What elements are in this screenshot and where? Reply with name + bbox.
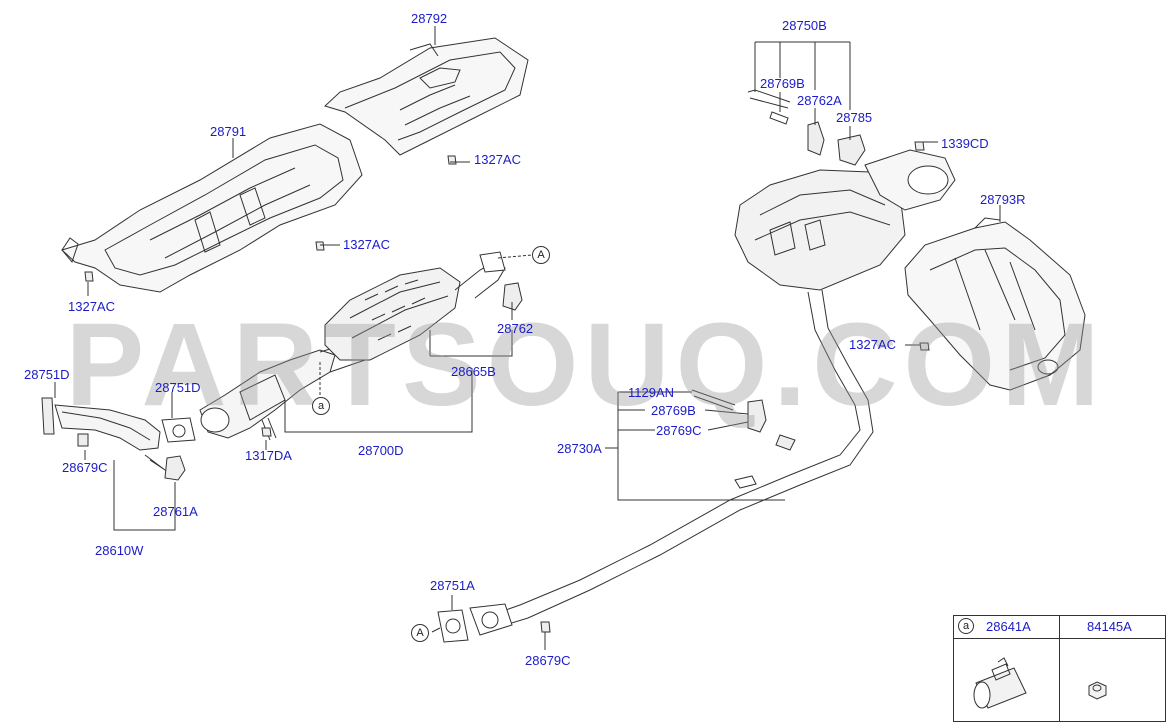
label-28769B[interactable]: 28769B: [651, 403, 696, 418]
small-parts: [84, 89, 930, 643]
heat-shield-28792: [324, 37, 529, 156]
ref-circle-A: A: [411, 624, 429, 642]
legend-drawings: [973, 657, 1107, 709]
nut-84145A-icon: [1088, 681, 1107, 700]
label-28679C[interactable]: 28679C: [525, 653, 571, 668]
label-28792[interactable]: 28792: [411, 11, 448, 26]
label-1339CD[interactable]: 1339CD: [941, 136, 989, 151]
label-1327AC[interactable]: 1327AC: [343, 237, 390, 252]
label-28785[interactable]: 28785: [836, 110, 873, 125]
label-28700D[interactable]: 28700D: [358, 443, 404, 458]
rear-muffler: [734, 149, 956, 291]
label-28750B[interactable]: 28750B: [782, 18, 827, 33]
label-28793R[interactable]: 28793R: [980, 192, 1026, 207]
label-28665B[interactable]: 28665B: [451, 364, 496, 379]
label-28769C[interactable]: 28769C: [656, 423, 702, 438]
label-1327AC[interactable]: 1327AC: [68, 299, 115, 314]
legend-col-28641A[interactable]: 28641A: [986, 619, 1031, 634]
legend-divider: [1059, 616, 1060, 721]
label-28751D[interactable]: 28751D: [155, 380, 201, 395]
label-1129AN[interactable]: 1129AN: [628, 385, 675, 400]
label-1327AC[interactable]: 1327AC: [849, 337, 896, 352]
legend-ref-a: a: [958, 618, 974, 634]
label-28751A[interactable]: 28751A: [430, 578, 475, 593]
center-muffler-28665B: [324, 251, 523, 361]
legend-col-84145A[interactable]: 84145A: [1087, 619, 1132, 634]
label-1327AC[interactable]: 1327AC: [474, 152, 521, 167]
legend-table: a 28641A 84145A: [953, 615, 1166, 722]
heat-shield-28793R: [904, 217, 1086, 391]
heat-shield-28791: [61, 123, 363, 293]
label-28762A[interactable]: 28762A: [797, 93, 842, 108]
ref-circle-A: A: [532, 246, 550, 264]
label-28730A[interactable]: 28730A: [557, 441, 602, 456]
label-28679C[interactable]: 28679C: [62, 460, 108, 475]
label-28791[interactable]: 28791: [210, 124, 247, 139]
label-28761A[interactable]: 28761A: [153, 504, 198, 519]
label-1317DA[interactable]: 1317DA: [245, 448, 292, 463]
label-28751D[interactable]: 28751D: [24, 367, 70, 382]
clamp-28641A-icon: [973, 657, 1027, 709]
leader-lines: [54, 26, 1001, 650]
ref-circle-a: a: [312, 397, 330, 415]
main-pipe-28730A: [469, 289, 874, 636]
label-28610W[interactable]: 28610W: [95, 543, 144, 558]
label-28769B[interactable]: 28769B: [760, 76, 805, 91]
front-pipe-28610W: [41, 397, 196, 481]
label-28762[interactable]: 28762: [497, 321, 534, 336]
